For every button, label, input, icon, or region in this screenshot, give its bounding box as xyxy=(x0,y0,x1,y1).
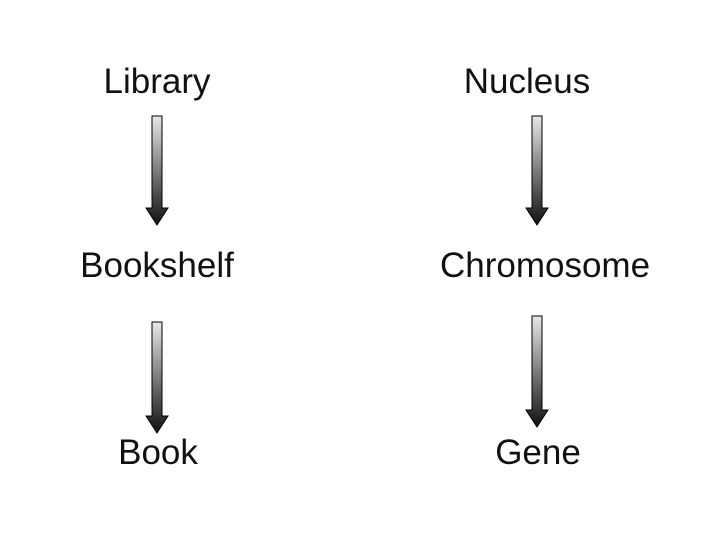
term-book: Book xyxy=(118,433,198,472)
down-arrow-icon xyxy=(525,115,549,226)
down-arrow-icon xyxy=(145,115,169,226)
down-arrow-icon xyxy=(525,315,549,428)
down-arrow-icon xyxy=(145,321,169,434)
term-chromosome: Chromosome xyxy=(439,246,651,285)
term-gene: Gene xyxy=(495,433,581,472)
term-bookshelf: Bookshelf xyxy=(80,246,234,285)
term-nucleus: Nucleus xyxy=(463,62,591,101)
term-library: Library xyxy=(103,62,211,101)
